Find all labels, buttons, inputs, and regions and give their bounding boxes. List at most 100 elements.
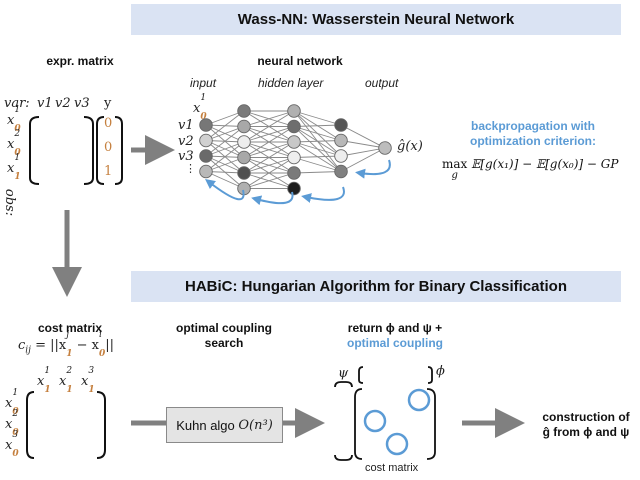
- coupling-search-title: optimal coupling search: [160, 321, 288, 351]
- network-node-layer3-3: [334, 164, 348, 179]
- col-v3: v3: [74, 96, 90, 111]
- construction-line-1: construction of: [542, 410, 630, 424]
- network-node-layer3-1: [334, 133, 348, 148]
- psi-bottom-brace: [334, 454, 353, 461]
- network-edge: [340, 124, 386, 149]
- wass-nn-title: Wass-NN: Wasserstein Neural Network: [237, 11, 515, 28]
- network-edge: [340, 147, 386, 157]
- phi-left-bracket: [358, 366, 364, 384]
- network-node-layer2-1: [287, 119, 301, 134]
- network-edge: [293, 126, 342, 141]
- network-edge: [293, 140, 342, 143]
- network-node-layer0-3: [199, 164, 213, 179]
- input-label-v1: v1: [178, 118, 194, 133]
- psi-label: ψ: [338, 366, 349, 381]
- network-node-layer0-2: [199, 149, 213, 163]
- network-node-layer0-0: [199, 118, 213, 132]
- var-label: var:: [4, 96, 30, 111]
- network-edge: [205, 126, 245, 157]
- expr-left-bracket: [29, 116, 40, 185]
- coupling-search-line-1: optimal coupling: [176, 321, 272, 335]
- expr-right-bracket: [83, 116, 94, 185]
- network-node-layer3-0: [334, 118, 348, 132]
- formula-max-sub: g: [451, 170, 458, 181]
- network-edge: [243, 172, 295, 189]
- cost-right-bracket: [96, 391, 106, 459]
- neural-network-title: neural network: [257, 54, 343, 68]
- phi-label: ϕ: [436, 364, 445, 379]
- coupling-search-line-2: search: [204, 336, 244, 350]
- network-edge: [340, 147, 386, 172]
- network-edge: [243, 110, 295, 127]
- hidden-layer-label: hidden layer: [258, 76, 324, 90]
- network-edge: [293, 171, 342, 174]
- formula-max: max: [442, 157, 468, 171]
- network-edge: [243, 141, 295, 158]
- backprop-arrow-1: [355, 159, 391, 179]
- network-edge: [293, 141, 342, 157]
- habic-title: HABiC: Hungarian Algorithm for Binary Cl…: [185, 278, 567, 295]
- col-v2: v2: [55, 96, 71, 111]
- backprop-title: backpropagation with optimization criter…: [450, 119, 616, 149]
- backprop-arrow-4: [205, 178, 245, 201]
- result-left-bracket: [354, 388, 363, 460]
- result-caption: cost matrix: [365, 462, 419, 474]
- coupling-circle-1: [363, 409, 387, 433]
- network-edge: [340, 140, 386, 149]
- network-node-layer1-2: [237, 135, 251, 149]
- network-node-layer0-1: [199, 133, 213, 148]
- wass-nn-banner: Wass-NN: Wasserstein Neural Network: [131, 4, 621, 35]
- backprop-line-1: backpropagation with: [470, 119, 595, 133]
- construction-text: construction of ĝ from ϕ and ψ: [530, 410, 640, 440]
- network-node-layer1-0: [237, 104, 251, 118]
- network-node-layer2-4: [287, 166, 301, 180]
- network-edge: [205, 141, 245, 172]
- y-left-bracket: [96, 116, 105, 185]
- input-label-ellipsis: ⋮: [185, 163, 196, 175]
- input-label-v3: v3: [178, 149, 194, 164]
- network-edge: [293, 124, 342, 127]
- network-edge: [293, 157, 342, 172]
- network-node-layer2-2: [287, 135, 301, 149]
- network-node-layer2-3: [287, 150, 301, 165]
- y-right-bracket: [114, 116, 123, 185]
- network-edge: [205, 171, 245, 189]
- kuhn-algo-box: Kuhn algo O(n³): [166, 407, 283, 443]
- network-edge: [243, 126, 295, 143]
- network-node-layer4-0: [378, 141, 392, 155]
- network-node-layer2-0: [287, 104, 301, 118]
- cost-matrix-title: cost matrix: [37, 321, 103, 335]
- kuhn-algo-complexity: O(n³): [238, 417, 273, 433]
- result-line-2: optimal coupling: [347, 336, 443, 350]
- backprop-arrow-2: [301, 186, 345, 203]
- col-v1: v1: [37, 96, 53, 111]
- formula-body: 𝔼[g(x₁)] − 𝔼[g(x₀)] − GP: [471, 157, 619, 171]
- cost-matrix-brackets: [26, 391, 106, 459]
- construction-line-2: ĝ from ϕ and ψ: [542, 425, 630, 439]
- backprop-line-2: optimization criterion:: [470, 134, 596, 148]
- result-line-1: return ϕ and ψ +: [347, 321, 443, 335]
- network-node-layer1-3: [237, 150, 251, 165]
- output-label: ĝ(x): [397, 139, 423, 154]
- cost-left-bracket: [26, 391, 35, 459]
- y-value-1: 0: [104, 116, 113, 131]
- result-right-bracket: [426, 388, 436, 460]
- result-title: return ϕ and ψ + optimal coupling: [325, 321, 465, 351]
- network-edge: [243, 157, 295, 189]
- phi-right-bracket: [427, 366, 433, 384]
- coupling-circles: [363, 388, 431, 456]
- objective-formula: max g 𝔼[g(x₁)] − 𝔼[g(x₀)] − GP: [442, 157, 618, 185]
- coupling-circle-2: [385, 432, 409, 456]
- network-edge: [243, 126, 295, 158]
- y-value-3: 1: [104, 164, 113, 179]
